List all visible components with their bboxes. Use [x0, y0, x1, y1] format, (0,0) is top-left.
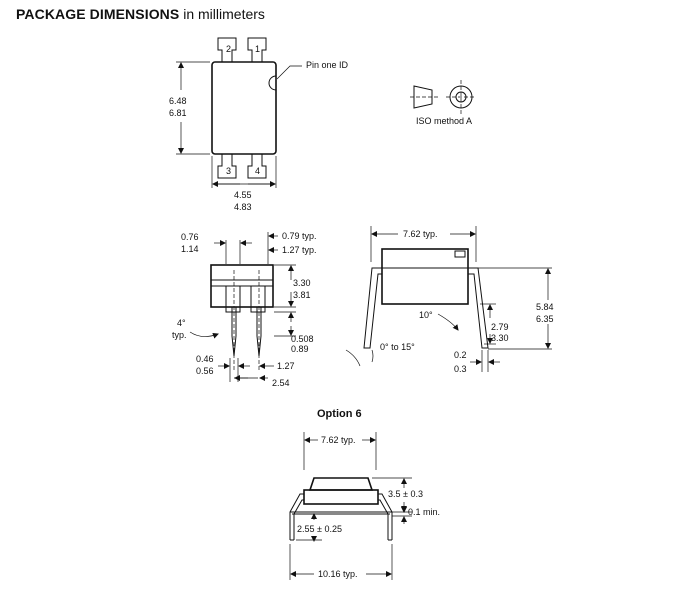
- pin-2-lead: [217, 37, 237, 62]
- angle-4-deg: 4°: [177, 318, 186, 328]
- end-dim-0-3: 0.3: [454, 364, 467, 374]
- opt6-dim-3-5: 3.5 ± 0.3: [388, 489, 423, 499]
- opt6-dim-0-1-min: 0.1 min.: [408, 507, 440, 517]
- width-min-label: 4.55: [234, 190, 252, 200]
- dim-0-79-typ: 0.79 typ.: [282, 231, 317, 241]
- pin-4-lead: [247, 154, 267, 179]
- opt6-lead-left: [289, 493, 304, 540]
- pin-label-3: 3: [226, 166, 231, 176]
- angle-typ: typ.: [172, 330, 187, 340]
- end-view: 7.62 typ. 5.84 6.35 2.79 3.30 10°: [345, 226, 554, 374]
- option-6-view: Option 6 7.62 typ. 3.5 ± 0.3: [289, 408, 440, 580]
- pin-label-1: 1: [255, 44, 260, 54]
- pin-label-4: 4: [255, 166, 260, 176]
- dim-0-508: 0.508: [291, 334, 314, 344]
- option-6-title: Option 6: [317, 408, 362, 420]
- top-view: 2 1 3 4 Pin one ID 6.48 6.81 4.55 4.83: [169, 37, 349, 212]
- pin-one-marker: [268, 75, 277, 91]
- end-angle-10: 10°: [419, 310, 433, 320]
- iso-cone-icon: [413, 85, 433, 109]
- end-lead-left: [363, 267, 382, 349]
- opt6-body-top: [308, 477, 374, 491]
- title-bold: PACKAGE DIMENSIONS: [16, 6, 180, 22]
- end-dim-6-35: 6.35: [536, 314, 554, 324]
- end-dim-5-84: 5.84: [536, 302, 554, 312]
- iso-method-symbol: ISO method A: [410, 80, 476, 126]
- side-view: 0.76 1.14 0.79 typ. 1.27 typ. 3.30 3.81 …: [172, 231, 317, 388]
- dim-0-76: 0.76: [181, 232, 199, 242]
- end-dim-2-79: 2.79: [491, 322, 509, 332]
- iso-method-label: ISO method A: [416, 116, 472, 126]
- dim-3-30: 3.30: [293, 278, 311, 288]
- opt6-dim-10-16: 10.16 typ.: [318, 569, 358, 579]
- dim-2-54: 2.54: [272, 378, 290, 388]
- dim-0-56: 0.56: [196, 366, 214, 376]
- end-dim-3-30: 3.30: [491, 333, 509, 343]
- width-max-label: 4.83: [234, 202, 252, 212]
- dim-0-89: 0.89: [291, 344, 309, 354]
- end-view-body: [381, 248, 469, 305]
- end-dim-0-2: 0.2: [454, 350, 467, 360]
- dim-1-27-typ: 1.27 typ.: [282, 245, 317, 255]
- dim-0-46: 0.46: [196, 354, 214, 364]
- end-dim-7-62: 7.62 typ.: [403, 229, 438, 239]
- dim-3-81: 3.81: [293, 290, 311, 300]
- opt6-lead-right: [378, 493, 393, 540]
- height-max-label: 6.81: [169, 108, 187, 118]
- pin-one-label: Pin one ID: [306, 60, 349, 70]
- dim-1-14: 1.14: [181, 244, 199, 254]
- top-view-body: [211, 61, 277, 155]
- opt6-body: [303, 489, 379, 505]
- opt6-dim-2-55: 2.55 ± 0.25: [297, 524, 342, 534]
- page-title: PACKAGE DIMENSIONS in millimeters: [16, 6, 265, 22]
- pin-one-leader: [276, 65, 302, 80]
- pin-3-lead: [217, 154, 237, 179]
- pin-label-2: 2: [226, 44, 231, 54]
- end-angle-range: 0° to 15°: [380, 342, 415, 352]
- dim-1-27: 1.27: [277, 361, 295, 371]
- title-units: in millimeters: [183, 6, 265, 22]
- opt6-dim-7-62: 7.62 typ.: [321, 435, 356, 445]
- end-lead-right: [468, 267, 489, 349]
- pin-1-lead: [247, 37, 267, 62]
- height-min-label: 6.48: [169, 96, 187, 106]
